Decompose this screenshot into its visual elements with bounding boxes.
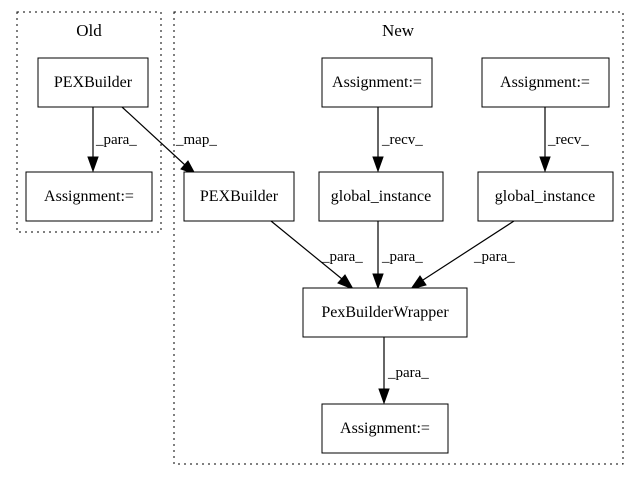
edge-recv-2: _recv_ bbox=[539, 107, 589, 173]
node-new-assignment-2: Assignment:= bbox=[481, 57, 610, 108]
edge-old-para-label: _para_ bbox=[95, 132, 137, 148]
node-new-assignment-2-label: Assignment:= bbox=[500, 74, 590, 91]
edge-para-final: _para_ bbox=[378, 337, 429, 405]
edge-recv-2-label: _recv_ bbox=[547, 132, 589, 148]
edge-para-global-2: _para_ bbox=[409, 220, 515, 290]
node-final-assignment-label: Assignment:= bbox=[340, 420, 430, 437]
node-new-pexbuilder: PEXBuilder bbox=[183, 171, 295, 222]
node-old-assignment: Assignment:= bbox=[25, 171, 153, 222]
cluster-new: New bbox=[173, 11, 624, 465]
node-global-instance-1-label: global_instance bbox=[331, 188, 431, 205]
node-old-pexbuilder: PEXBuilder bbox=[37, 57, 149, 108]
edge-para-pexbuilder-label: _para_ bbox=[321, 249, 363, 265]
edge-recv-1: _recv_ bbox=[372, 107, 423, 173]
edge-para-final-label: _para_ bbox=[387, 365, 429, 381]
node-new-pexbuilder-label: PEXBuilder bbox=[200, 188, 279, 205]
cluster-old: Old bbox=[16, 11, 162, 233]
edge-recv-1-label: _recv_ bbox=[381, 132, 423, 148]
cluster-old-label: Old bbox=[76, 21, 102, 40]
edge-old-para: _para_ bbox=[87, 107, 137, 173]
node-pexbuilderwrapper-label: PexBuilderWrapper bbox=[321, 304, 449, 321]
node-old-pexbuilder-label: PEXBuilder bbox=[54, 74, 133, 91]
node-new-assignment-1-label: Assignment:= bbox=[332, 74, 422, 91]
edge-map: _map_ bbox=[121, 106, 217, 175]
node-final-assignment: Assignment:= bbox=[321, 403, 449, 454]
node-global-instance-2-label: global_instance bbox=[495, 188, 595, 205]
node-new-assignment-1: Assignment:= bbox=[321, 57, 433, 108]
node-old-assignment-label: Assignment:= bbox=[44, 188, 134, 205]
edge-map-label: _map_ bbox=[175, 132, 217, 148]
edge-para-global-1-label: _para_ bbox=[381, 249, 423, 265]
node-pexbuilderwrapper: PexBuilderWrapper bbox=[302, 287, 468, 338]
cluster-new-label: New bbox=[382, 21, 415, 40]
node-global-instance-1: global_instance bbox=[318, 171, 444, 222]
edge-para-pexbuilder: _para_ bbox=[270, 220, 363, 290]
node-global-instance-2: global_instance bbox=[477, 171, 614, 222]
edge-para-global-2-label: _para_ bbox=[473, 249, 515, 265]
edge-para-global-1: _para_ bbox=[372, 221, 423, 290]
